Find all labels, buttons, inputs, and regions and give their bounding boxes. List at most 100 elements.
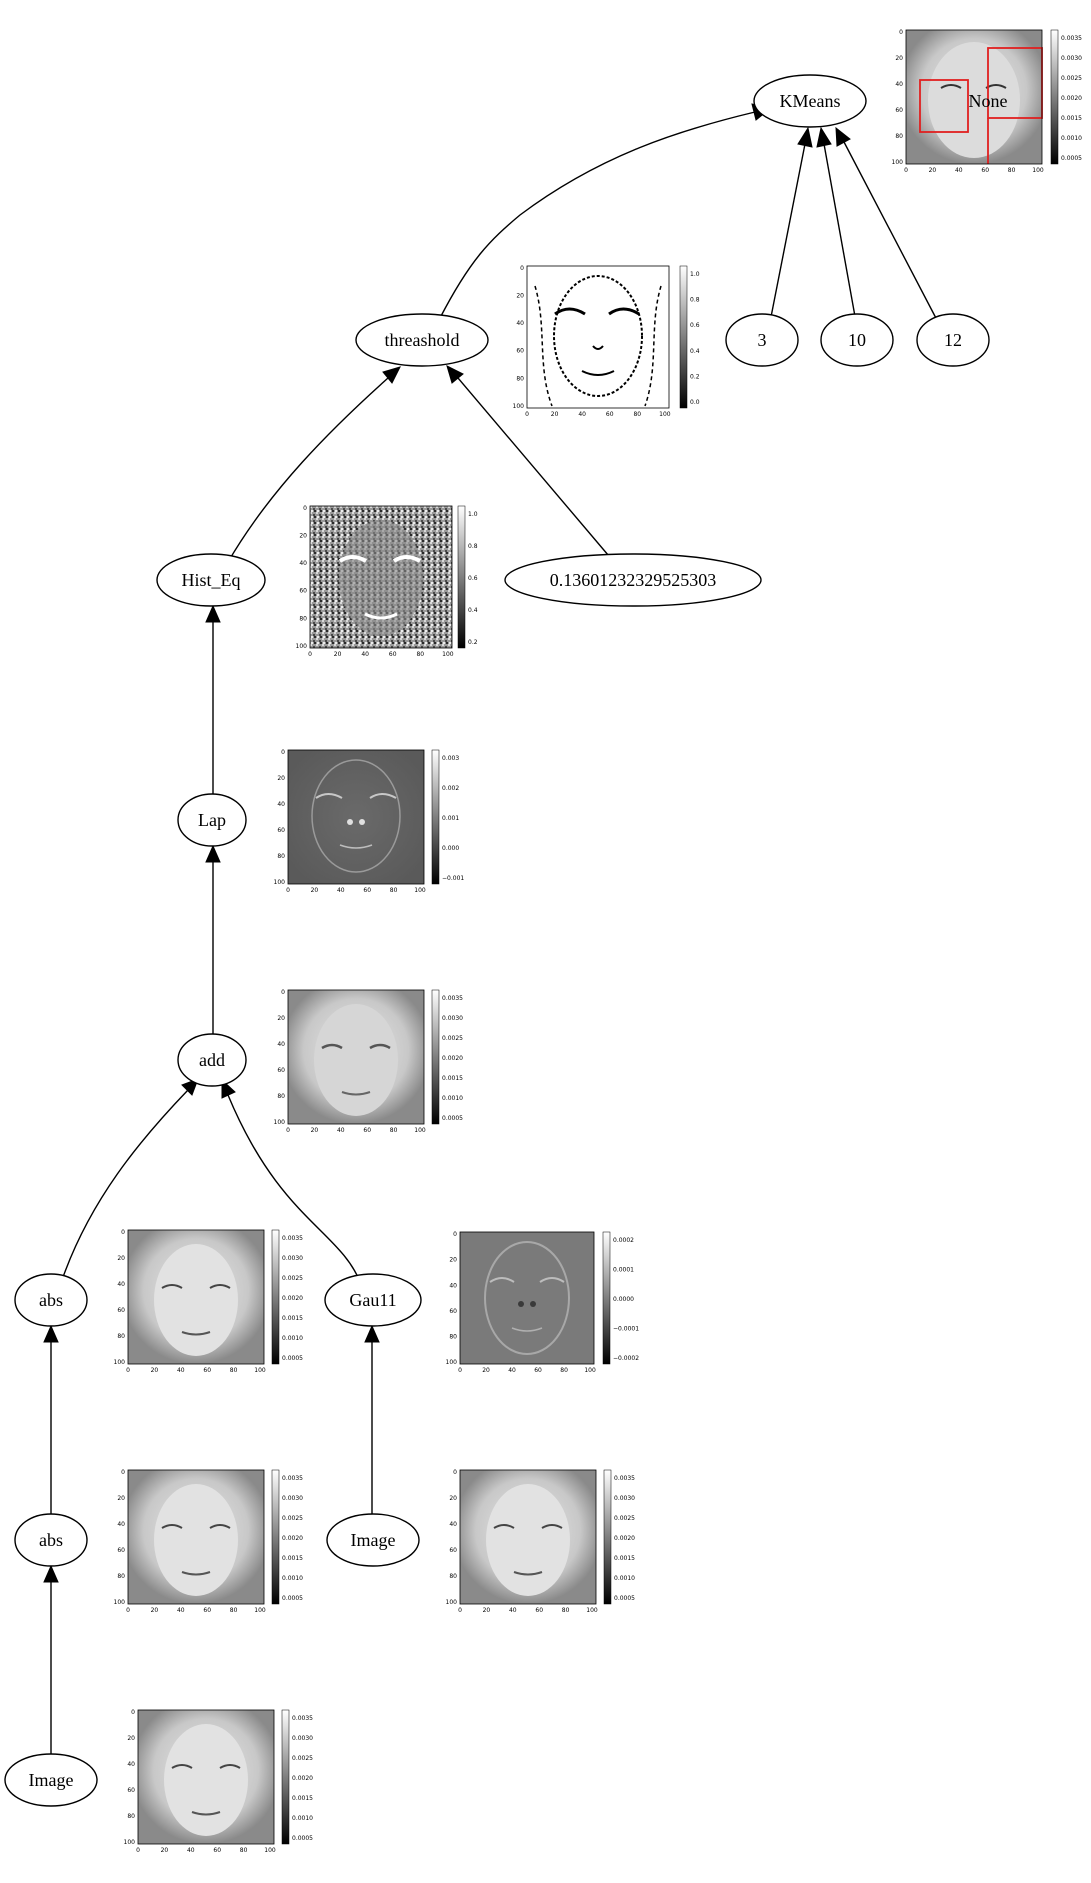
node-add[interactable]: add <box>177 1033 247 1087</box>
x-tick-label: 40 <box>337 1127 345 1134</box>
colorbar-tick-label: 0.0025 <box>282 1275 303 1282</box>
node-gau11[interactable]: Gau11 <box>324 1273 422 1327</box>
node-image-2-label: Image <box>351 1530 396 1550</box>
face-shape <box>339 520 423 636</box>
arrow-kmeans-2 <box>797 126 813 148</box>
y-tick-label: 40 <box>277 801 285 808</box>
node-abs-2[interactable]: abs <box>14 1513 88 1567</box>
arrow-kmeans-3 <box>816 126 832 148</box>
eye-right-icon <box>209 1284 231 1289</box>
edge-threashold-kmeans <box>439 111 756 319</box>
node-none-label: None <box>969 91 1008 111</box>
y-tick-label: 0 <box>453 1469 457 1476</box>
colorbar-tick-label: 0.003 <box>442 755 459 762</box>
arrow-gau11 <box>364 1324 380 1343</box>
colorbar-tick-label: 0.0015 <box>292 1795 313 1802</box>
node-12[interactable]: 12 <box>916 313 990 367</box>
y-tick-label: 40 <box>117 1281 125 1288</box>
node-lap[interactable]: Lap <box>177 793 247 847</box>
y-tick-label: 40 <box>117 1521 125 1528</box>
colorbar-tick-label: 0.0005 <box>1061 155 1082 162</box>
node-image-1[interactable]: Image <box>4 1753 98 1807</box>
x-tick-label: 0 <box>286 1127 290 1134</box>
y-tick-label: 100 <box>114 1359 126 1366</box>
edge-3-kmeans <box>769 143 806 323</box>
x-tick-label: 80 <box>1008 167 1016 174</box>
node-threashold[interactable]: threashold <box>355 313 489 367</box>
node-10[interactable]: 10 <box>820 313 894 367</box>
x-tick-label: 20 <box>151 1367 159 1374</box>
x-tick-label: 60 <box>981 167 989 174</box>
colorbar-tick-label: 0.0005 <box>442 1115 463 1122</box>
y-tick-label: 80 <box>449 1573 457 1580</box>
y-tick-label: 40 <box>127 1761 135 1768</box>
node-abs-1[interactable]: abs <box>14 1273 88 1327</box>
colorbar-tick-label: 0.0005 <box>282 1595 303 1602</box>
y-tick-label: 100 <box>114 1599 126 1606</box>
y-tick-label: 60 <box>449 1308 457 1315</box>
edge-histeq-threashold <box>227 377 389 563</box>
node-3[interactable]: 3 <box>725 313 799 367</box>
x-tick-label: 0 <box>525 411 529 418</box>
y-tick-label: 100 <box>892 159 904 166</box>
x-tick-label: 80 <box>560 1367 568 1374</box>
node-gau11-label: Gau11 <box>349 1290 396 1310</box>
colorbar-tick-label: 0.002 <box>442 785 459 792</box>
y-tick-label: 100 <box>274 1119 286 1126</box>
y-tick-label: 60 <box>299 588 307 595</box>
x-tick-label: 60 <box>606 411 614 418</box>
node-kmeans[interactable]: KMeans <box>753 74 867 128</box>
x-tick-label: 40 <box>177 1607 185 1614</box>
mouth-icon <box>339 844 373 849</box>
eye-right-icon <box>369 793 397 799</box>
x-tick-label: 0 <box>286 887 290 894</box>
colorbar-tick-label: 0.0010 <box>282 1575 303 1582</box>
colorbar-tick-label: 0.0010 <box>292 1815 313 1822</box>
node-const[interactable]: 0.13601232329525303 <box>504 553 762 607</box>
node-kmeans-label: KMeans <box>780 91 841 111</box>
x-tick-label: 100 <box>264 1847 276 1854</box>
node-image-2[interactable]: Image <box>326 1513 420 1567</box>
y-tick-label: 0 <box>121 1229 125 1236</box>
x-tick-label: 40 <box>337 887 345 894</box>
edge-gau11-add <box>227 1094 362 1285</box>
mouth-icon <box>511 1327 543 1332</box>
colorbar <box>271 1469 280 1605</box>
x-tick-label: 80 <box>230 1607 238 1614</box>
eye-right-icon <box>539 1277 565 1283</box>
y-tick-label: 60 <box>117 1547 125 1554</box>
colorbar <box>603 1469 612 1605</box>
face-shape <box>164 1724 248 1836</box>
y-tick-label: 20 <box>127 1735 135 1742</box>
colorbar-tick-label: 0.0030 <box>614 1495 635 1502</box>
x-tick-label: 40 <box>361 651 369 658</box>
edges <box>43 103 939 1762</box>
eye-left-icon <box>940 84 962 89</box>
face-shape <box>154 1244 238 1356</box>
node-histeq[interactable]: Hist_Eq <box>156 553 266 607</box>
arrow-kmeans-4 <box>835 126 851 147</box>
arrow-threashold-1 <box>382 366 401 384</box>
y-tick-label: 40 <box>516 320 524 327</box>
x-tick-label: 60 <box>389 651 397 658</box>
edge-12-kmeans <box>843 141 939 323</box>
edge-10-kmeans <box>823 143 857 323</box>
colorbar-tick-label: 0.0025 <box>442 1035 463 1042</box>
colorbar-tick-label: 0.6 <box>468 575 478 582</box>
y-tick-label: 80 <box>117 1333 125 1340</box>
y-tick-label: 20 <box>895 55 903 62</box>
colorbar-tick-label: −0.0002 <box>613 1355 639 1362</box>
nose-icon <box>592 345 604 350</box>
colorbar <box>281 1709 290 1845</box>
x-tick-label: 40 <box>955 167 963 174</box>
x-tick-label: 20 <box>311 887 319 894</box>
colorbar-tick-label: 0.0020 <box>292 1775 313 1782</box>
nostril-left <box>347 819 353 825</box>
x-tick-label: 20 <box>161 1847 169 1854</box>
y-tick-label: 20 <box>117 1495 125 1502</box>
eye-right-icon <box>541 1524 563 1529</box>
colorbar-tick-label: 0.0020 <box>282 1535 303 1542</box>
node-3-label: 3 <box>758 330 767 350</box>
colorbar <box>457 505 466 649</box>
colorbar-tick-label: 0.0035 <box>614 1475 635 1482</box>
